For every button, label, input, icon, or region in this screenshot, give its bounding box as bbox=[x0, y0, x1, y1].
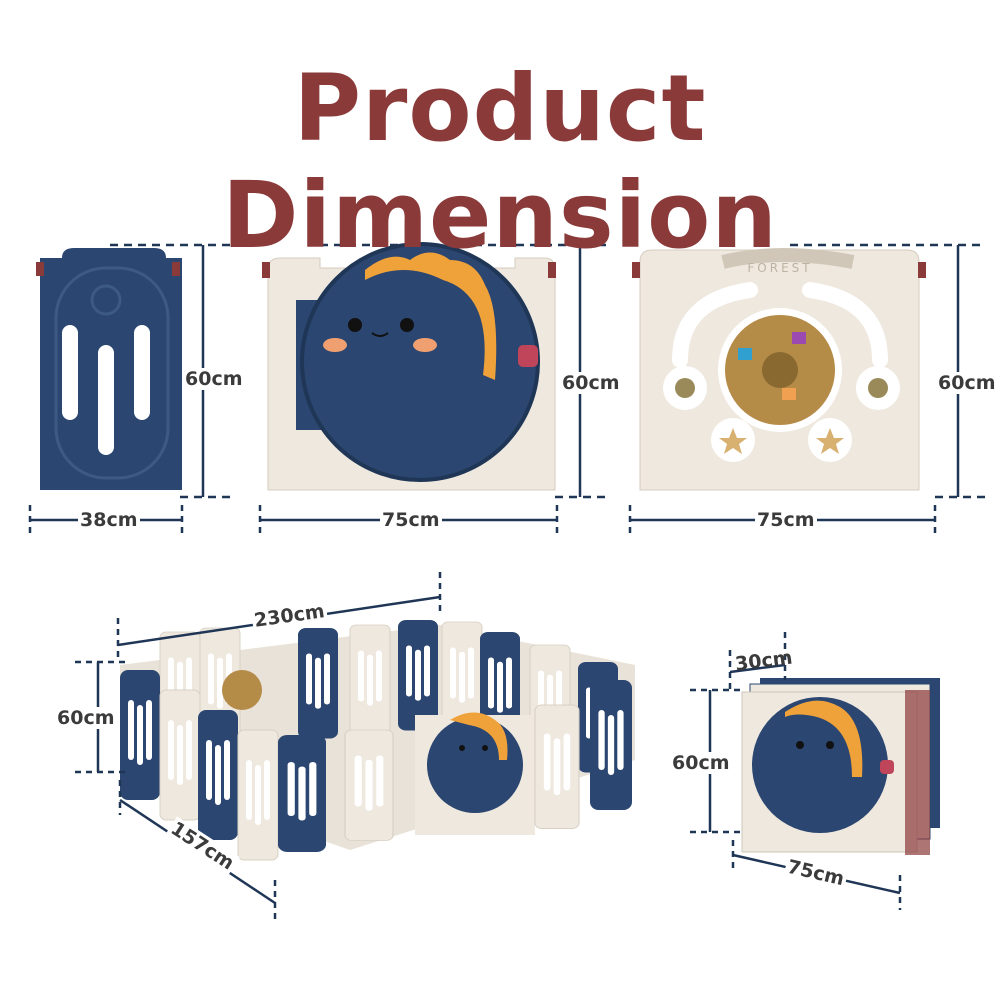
forest-emboss: FOREST bbox=[747, 261, 812, 275]
panel2-height-label: 60cm bbox=[560, 372, 622, 394]
panel1-height-label: 60cm bbox=[183, 368, 245, 390]
assembled-playpen-image bbox=[120, 620, 635, 861]
panel3-width-label: 75cm bbox=[755, 509, 817, 531]
panel3-height-label: 60cm bbox=[936, 372, 998, 394]
navy-panel-image bbox=[36, 248, 182, 490]
dino-door-panel-image bbox=[262, 242, 556, 491]
panel1-width-label: 38cm bbox=[78, 509, 140, 531]
page-title: Product Dimension bbox=[222, 55, 778, 269]
assembled-height-label: 60cm bbox=[55, 707, 117, 729]
folded-playpen-image bbox=[741, 678, 940, 855]
activity-panel-image: FOREST bbox=[632, 248, 926, 491]
folded-height-label: 60cm bbox=[670, 752, 732, 774]
panel2-width-label: 75cm bbox=[380, 509, 442, 531]
